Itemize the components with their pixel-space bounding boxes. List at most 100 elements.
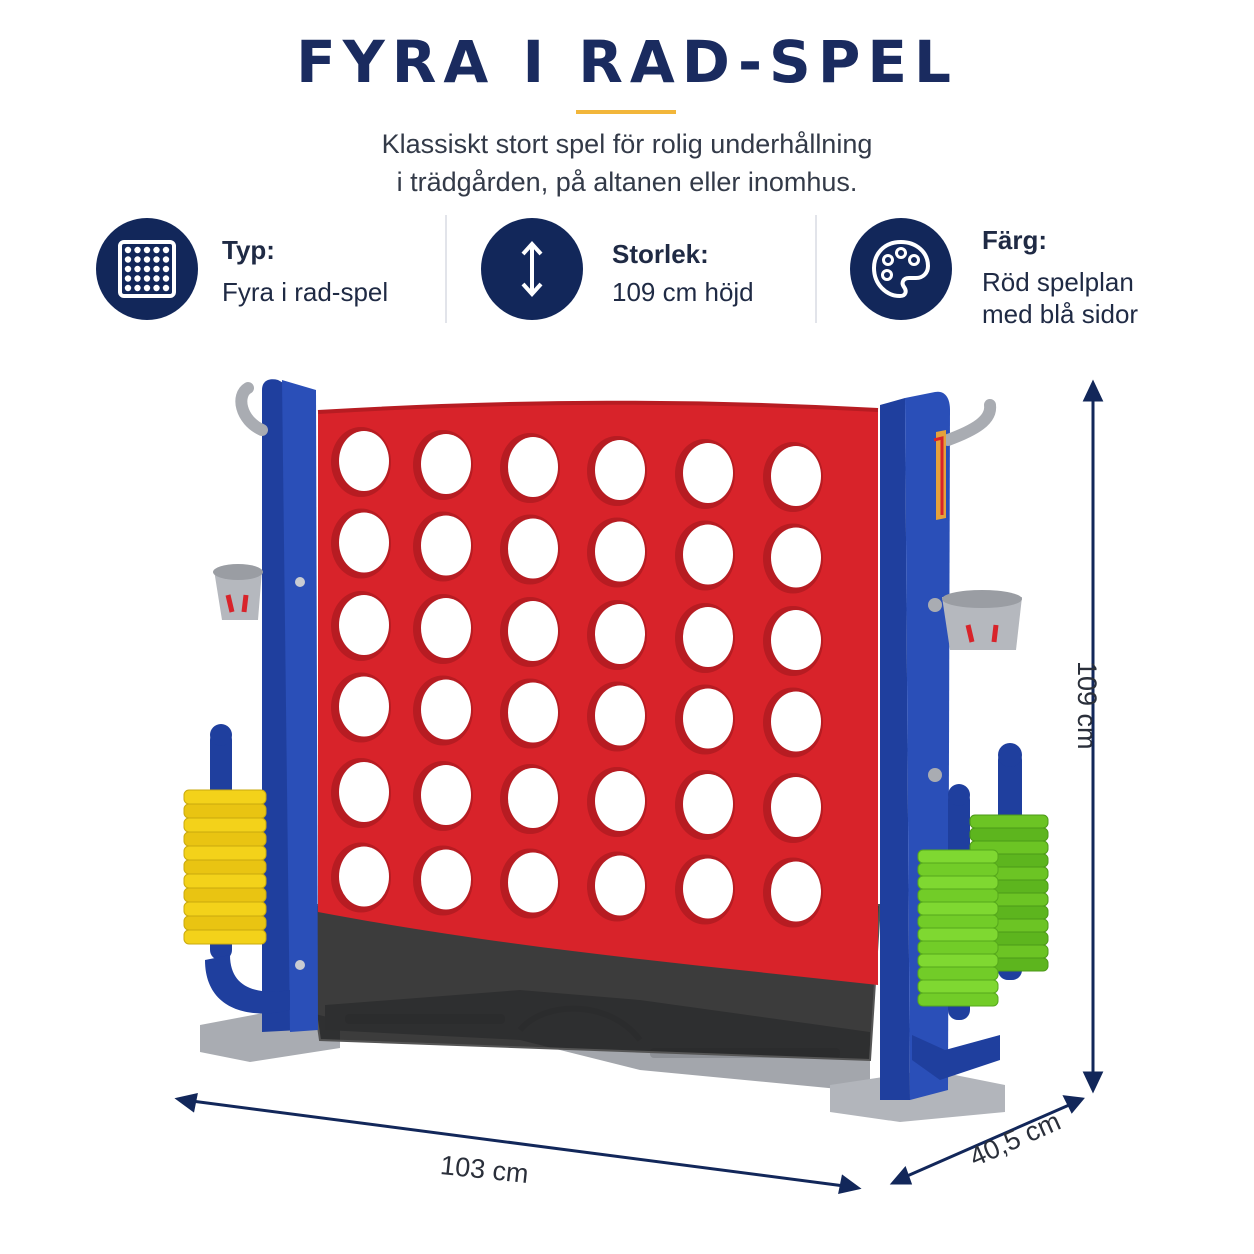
board-hole [508,852,558,913]
board-hole [771,777,821,837]
grid-dot [124,284,132,292]
grid-dot [162,284,170,292]
board-hole [595,604,645,664]
grid-dot [153,275,160,282]
yellow-disc [183,873,267,889]
board-hole [339,595,389,655]
height-dimension-label: 109 cm [1072,661,1102,750]
page-title: FYRA I RAD-SPEL [296,28,958,96]
board-hole [595,771,645,831]
height-arrow-head-bottom [1082,1071,1104,1094]
board-hole [421,849,471,910]
grid-dot [134,265,141,273]
feature-divider-2 [815,215,817,323]
grid-dot [162,256,170,263]
board-hole [771,691,821,752]
title-underline [576,110,676,114]
grid-dot [143,284,151,292]
grid-dot [134,275,141,282]
left-frame [205,379,318,1032]
dimension-arrows [174,379,1104,1194]
board-hole [595,855,645,916]
yellow-disc [183,831,267,847]
height-arrow-head-top [1082,379,1104,402]
grid-dot [162,275,170,282]
width-arrow-line [183,1098,853,1189]
grid-dot [162,246,170,254]
grid-dot [153,246,160,254]
board-hole [683,524,733,585]
grid-dot [143,265,151,273]
green-disc [917,992,999,1007]
green-disc [969,827,1049,842]
board-hole [421,765,471,825]
board-hole [595,521,645,582]
board-hole [508,518,558,579]
depth-arrow-head-left [889,1166,913,1185]
green-disc [917,953,999,968]
board-hole [421,515,471,576]
yellow-disc [183,817,267,833]
subtitle: Klassiskt stort spel för rolig underhåll… [0,125,1254,201]
board-hole [771,861,821,922]
board-hole [421,598,471,658]
green-disc [917,927,999,942]
yellow-disc [183,901,267,917]
grid-dot [124,265,132,273]
color-value-line-1: Röd spelplan [982,267,1134,297]
grid-icon [96,218,198,320]
grid-dot [124,256,132,263]
palette-icon [850,218,952,320]
board-hole [339,846,389,907]
size-value: 109 cm höjd [612,277,754,307]
green-disc [917,979,999,994]
board-hole [595,440,645,500]
feature-divider-1 [445,215,447,323]
board-holes [331,427,823,928]
yellow-discs [183,789,267,945]
grid-dot [143,275,151,282]
board-hole [683,607,733,667]
grid-dot [162,265,170,273]
up-down-arrow-icon [481,218,583,320]
width-arrow-head-right [838,1174,862,1194]
type-value: Fyra i rad-spel [222,277,389,307]
board-hole [771,527,821,588]
yellow-disc [183,915,267,931]
yellow-disc [183,789,267,805]
grid-dot [153,256,160,263]
yellow-disc [183,803,267,819]
grid-dot [143,256,151,263]
size-label: Storlek: [612,239,709,269]
color-label: Färg: [982,225,1047,255]
green-disc [917,888,999,903]
board-hole [421,679,471,740]
type-label: Typ: [222,235,275,265]
yellow-disc [183,859,267,875]
depth-arrow-line [897,1100,1077,1182]
subtitle-line-2: i trädgården, på altanen eller inomhus. [396,167,858,197]
green-disc [917,875,999,890]
green-disc [917,849,999,864]
green-discs [917,814,1049,1007]
grid-dot [143,246,151,254]
width-arrow-head-left [174,1093,198,1113]
board-hole [508,437,558,497]
grid-dot [134,284,141,292]
board-hole [683,858,733,919]
yellow-disc [183,929,267,945]
color-value-line-2: med blå sidor [982,299,1139,329]
green-disc [917,862,999,877]
grid-dot [134,246,141,254]
grid-dot [153,265,160,273]
board-hole [339,512,389,573]
board-hole [771,610,821,670]
board-hole [339,431,389,491]
grid-dot [124,275,132,282]
grid-dot [134,256,141,263]
grid-dot [153,284,160,292]
depth-arrow-head-right [1062,1095,1085,1114]
yellow-disc [183,887,267,903]
green-disc [917,966,999,981]
board-hole [683,774,733,834]
